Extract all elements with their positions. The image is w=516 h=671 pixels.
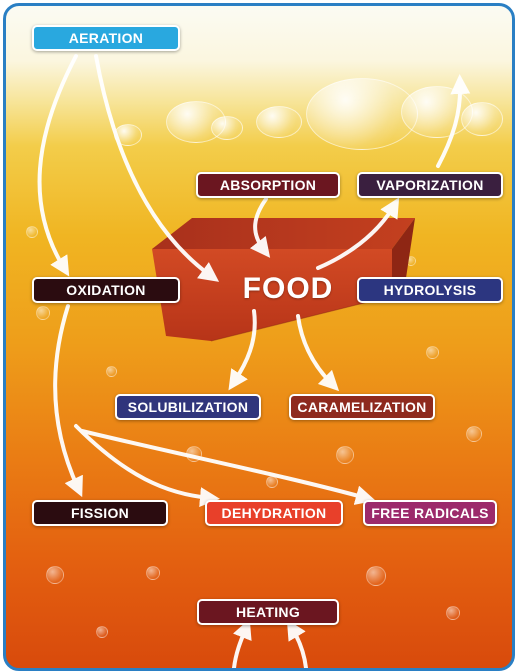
rising-bubble <box>426 346 439 359</box>
rising-bubble <box>366 566 386 586</box>
arrow-food-to-vaporization <box>318 206 394 268</box>
food-label: FOOD <box>238 272 338 306</box>
rising-bubble <box>26 226 38 238</box>
rising-bubble <box>446 606 460 620</box>
node-caramelization: CARAMELIZATION <box>289 394 435 420</box>
diagram-frame: FOOD AERATION ABSORPTION VAPORIZATION OX… <box>3 3 515 671</box>
foam-bubble <box>461 102 503 136</box>
rising-bubble <box>36 306 50 320</box>
node-vaporization: VAPORIZATION <box>357 172 503 198</box>
rising-bubble <box>46 566 64 584</box>
node-oxidation: OXIDATION <box>32 277 180 303</box>
food-block-top <box>152 218 415 249</box>
arrow-absorption-to-food <box>255 199 266 250</box>
foam-bubble <box>211 116 243 140</box>
arrow-oxidation-to-fission <box>55 306 78 488</box>
arrow-oxidation-to-free-radicals <box>82 431 366 498</box>
rising-bubble <box>466 426 482 442</box>
rising-bubble <box>266 476 278 488</box>
rising-bubble <box>146 566 160 580</box>
arrow-food-to-solubilization <box>234 311 255 382</box>
node-absorption: ABSORPTION <box>196 172 340 198</box>
rising-bubble <box>336 446 354 464</box>
arrow-heating-right <box>292 628 306 668</box>
arrow-oxidation-to-dehydration <box>76 426 210 498</box>
arrow-heating-left <box>234 628 246 668</box>
rising-bubble <box>186 446 202 462</box>
rising-bubble <box>406 256 416 266</box>
arrow-food-to-caramelization <box>298 316 332 384</box>
node-free-radicals: FREE RADICALS <box>363 500 497 526</box>
node-fission: FISSION <box>32 500 168 526</box>
node-hydrolysis: HYDROLYSIS <box>357 277 503 303</box>
node-heating: HEATING <box>197 599 339 625</box>
node-dehydration: DEHYDRATION <box>205 500 343 526</box>
foam-bubble <box>114 124 142 146</box>
foam-bubble <box>256 106 302 138</box>
node-solubilization: SOLUBILIZATION <box>115 394 261 420</box>
node-aeration: AERATION <box>32 25 180 51</box>
rising-bubble <box>96 626 108 638</box>
rising-bubble <box>106 366 117 377</box>
